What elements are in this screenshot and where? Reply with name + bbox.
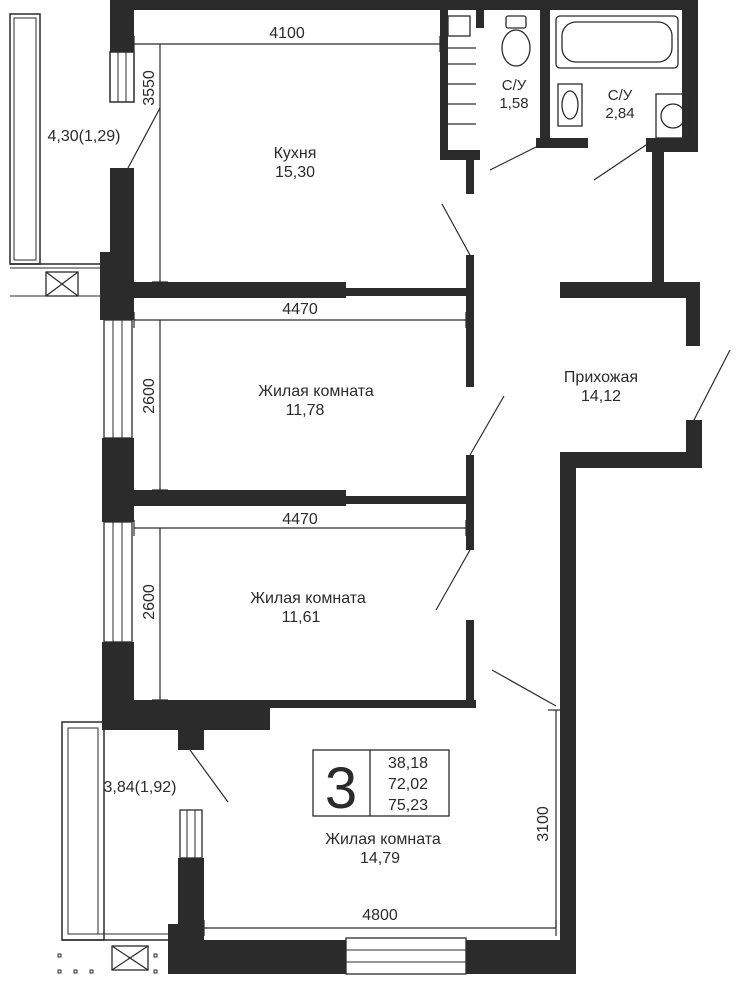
balcony-bottom-outline <box>61 721 168 941</box>
dotted-markers <box>57 953 158 974</box>
room2-area: 11,61 <box>282 609 321 626</box>
sink-icon <box>557 83 583 127</box>
summary-box: 3 38,18 72,02 75,23 <box>312 749 450 821</box>
dim-kitchen-depth: 3550 <box>141 70 158 106</box>
room1-area: 11,78 <box>286 402 325 419</box>
hall-area: 14,12 <box>581 388 621 405</box>
vent-shaft <box>447 15 476 125</box>
room3-name: Жилая комната <box>325 831 441 848</box>
dim-room2-depth: 2600 <box>141 584 158 620</box>
dim-kitchen-width: 4100 <box>269 25 305 42</box>
balcony-bottom-area: 3,84(1,92) <box>104 779 177 796</box>
room3-area: 14,79 <box>360 850 400 867</box>
washing-machine-icon <box>655 93 691 139</box>
dim-room2-width: 4470 <box>282 511 318 528</box>
kitchen-name: Кухня <box>274 145 317 162</box>
dim-room1-depth: 2600 <box>141 378 158 414</box>
bathtub-icon <box>555 15 679 69</box>
room1-name: Жилая комната <box>258 383 374 400</box>
ventilation-grille-bottom <box>111 945 149 971</box>
bath1-area: 1,58 <box>499 95 528 112</box>
dim-room3-depth: 3100 <box>535 806 552 842</box>
windows <box>103 319 467 975</box>
living-area: 38,18 <box>388 755 428 772</box>
bath1-name: С/У <box>502 77 527 94</box>
balcony-top-area: 4,30(1,29) <box>48 128 121 145</box>
kitchen-area: 15,30 <box>275 164 315 181</box>
total-area: 72,02 <box>388 776 428 793</box>
dim-room3-width: 4800 <box>362 907 398 924</box>
rooms-count: 3 <box>325 756 357 821</box>
ventilation-grille-top <box>45 271 79 297</box>
room2-name: Жилая комната <box>250 590 366 607</box>
toilet-icon <box>501 15 531 67</box>
dim-room1-width: 4470 <box>282 301 318 318</box>
hall-name: Прихожая <box>564 369 638 386</box>
bath2-area: 2,84 <box>605 105 634 122</box>
dimension-lines <box>133 36 564 936</box>
bath2-name: С/У <box>608 87 633 104</box>
walls <box>100 0 702 974</box>
total-with-balconies: 75,23 <box>388 797 428 814</box>
door-swings <box>127 107 731 803</box>
